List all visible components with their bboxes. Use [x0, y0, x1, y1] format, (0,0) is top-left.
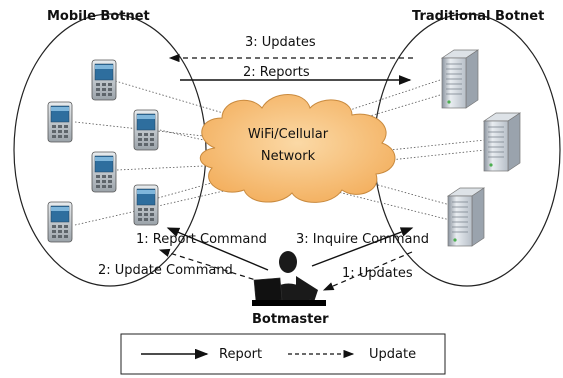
report-command-arrow	[166, 227, 269, 271]
smartphone-icon	[91, 151, 117, 193]
cloud-icon	[199, 94, 396, 203]
network-label-line2: Network	[260, 149, 316, 164]
smartphone-icon	[133, 109, 159, 151]
updates-bottom-label: 1: Updates	[342, 266, 413, 281]
server-icon	[482, 112, 522, 172]
server-icon	[446, 187, 486, 247]
legend-update-label: Update	[369, 347, 417, 362]
smartphone-icon	[47, 101, 73, 143]
botmaster-icon	[252, 251, 326, 306]
smartphone-icon	[47, 201, 73, 243]
updates-top-label: 3: Updates	[245, 35, 316, 50]
server-icon	[440, 49, 480, 109]
network-label-line1: WiFi/Cellular	[247, 127, 329, 142]
updates-arrow-bottom	[322, 251, 413, 291]
inquire-command-label: 3: Inquire Command	[296, 232, 429, 247]
legend-report-label: Report	[219, 347, 263, 362]
reports-top-label: 2: Reports	[243, 65, 310, 80]
traditional-botnet-title: Traditional Botnet	[412, 9, 545, 24]
inquire-command-arrow	[311, 227, 414, 267]
botmaster-label: Botmaster	[252, 312, 329, 327]
mobile-botnet-title: Mobile Botnet	[47, 9, 150, 24]
smartphone-icon	[91, 59, 117, 101]
update-command-label: 2: Update Command	[98, 263, 233, 278]
smartphone-icon	[133, 184, 159, 226]
report-command-label: 1: Report Command	[136, 232, 267, 247]
